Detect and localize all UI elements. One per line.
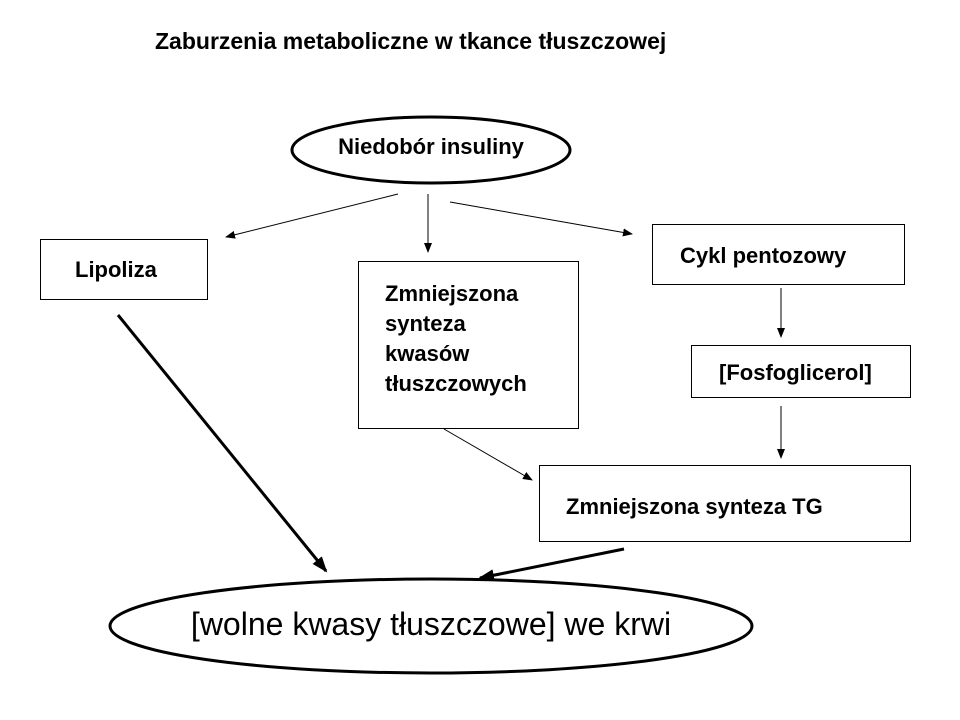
fatty-acid-synthesis-box: Zmniejszona synteza kwasów tłuszczowych — [358, 261, 579, 429]
pentose-label: Cykl pentozowy — [680, 243, 847, 268]
ffa-ellipse — [108, 577, 754, 675]
ffa-blood-label: [wolne kwasy tłuszczowe] we krwi — [190, 606, 672, 642]
tg-synthesis-box: Zmniejszona synteza TG — [539, 465, 911, 542]
fosfoglicerol-box: [Fosfoglicerol] — [691, 345, 911, 398]
arrow-fatty-to-tg — [443, 428, 533, 481]
arrow-insulin-to-lipoliza — [225, 193, 399, 239]
arrow-lipoliza-to-ffa — [116, 314, 328, 573]
arrow-tg-to-ffa — [478, 547, 625, 582]
insulin-label: Niedobór insuliny — [338, 134, 524, 159]
insulin-ellipse — [290, 115, 572, 185]
fatty-synthesis-line: synteza — [385, 311, 466, 336]
tg-synthesis-label: Zmniejszona synteza TG — [566, 494, 823, 519]
fatty-synthesis-line: tłuszczowych — [385, 371, 527, 396]
lipoliza-label: Lipoliza — [75, 257, 157, 282]
pentose-cycle-box: Cykl pentozowy — [652, 224, 905, 285]
fatty-synthesis-line: Zmniejszona — [385, 281, 519, 306]
fatty-synthesis-line: kwasów — [385, 341, 470, 366]
arrow-insulin-to-pentose — [449, 201, 633, 237]
diagram-title: Zaburzenia metaboliczne w tkance tłuszcz… — [155, 28, 667, 54]
lipoliza-box: Lipoliza — [40, 239, 208, 300]
fosfoglicerol-label: [Fosfoglicerol] — [719, 360, 872, 385]
